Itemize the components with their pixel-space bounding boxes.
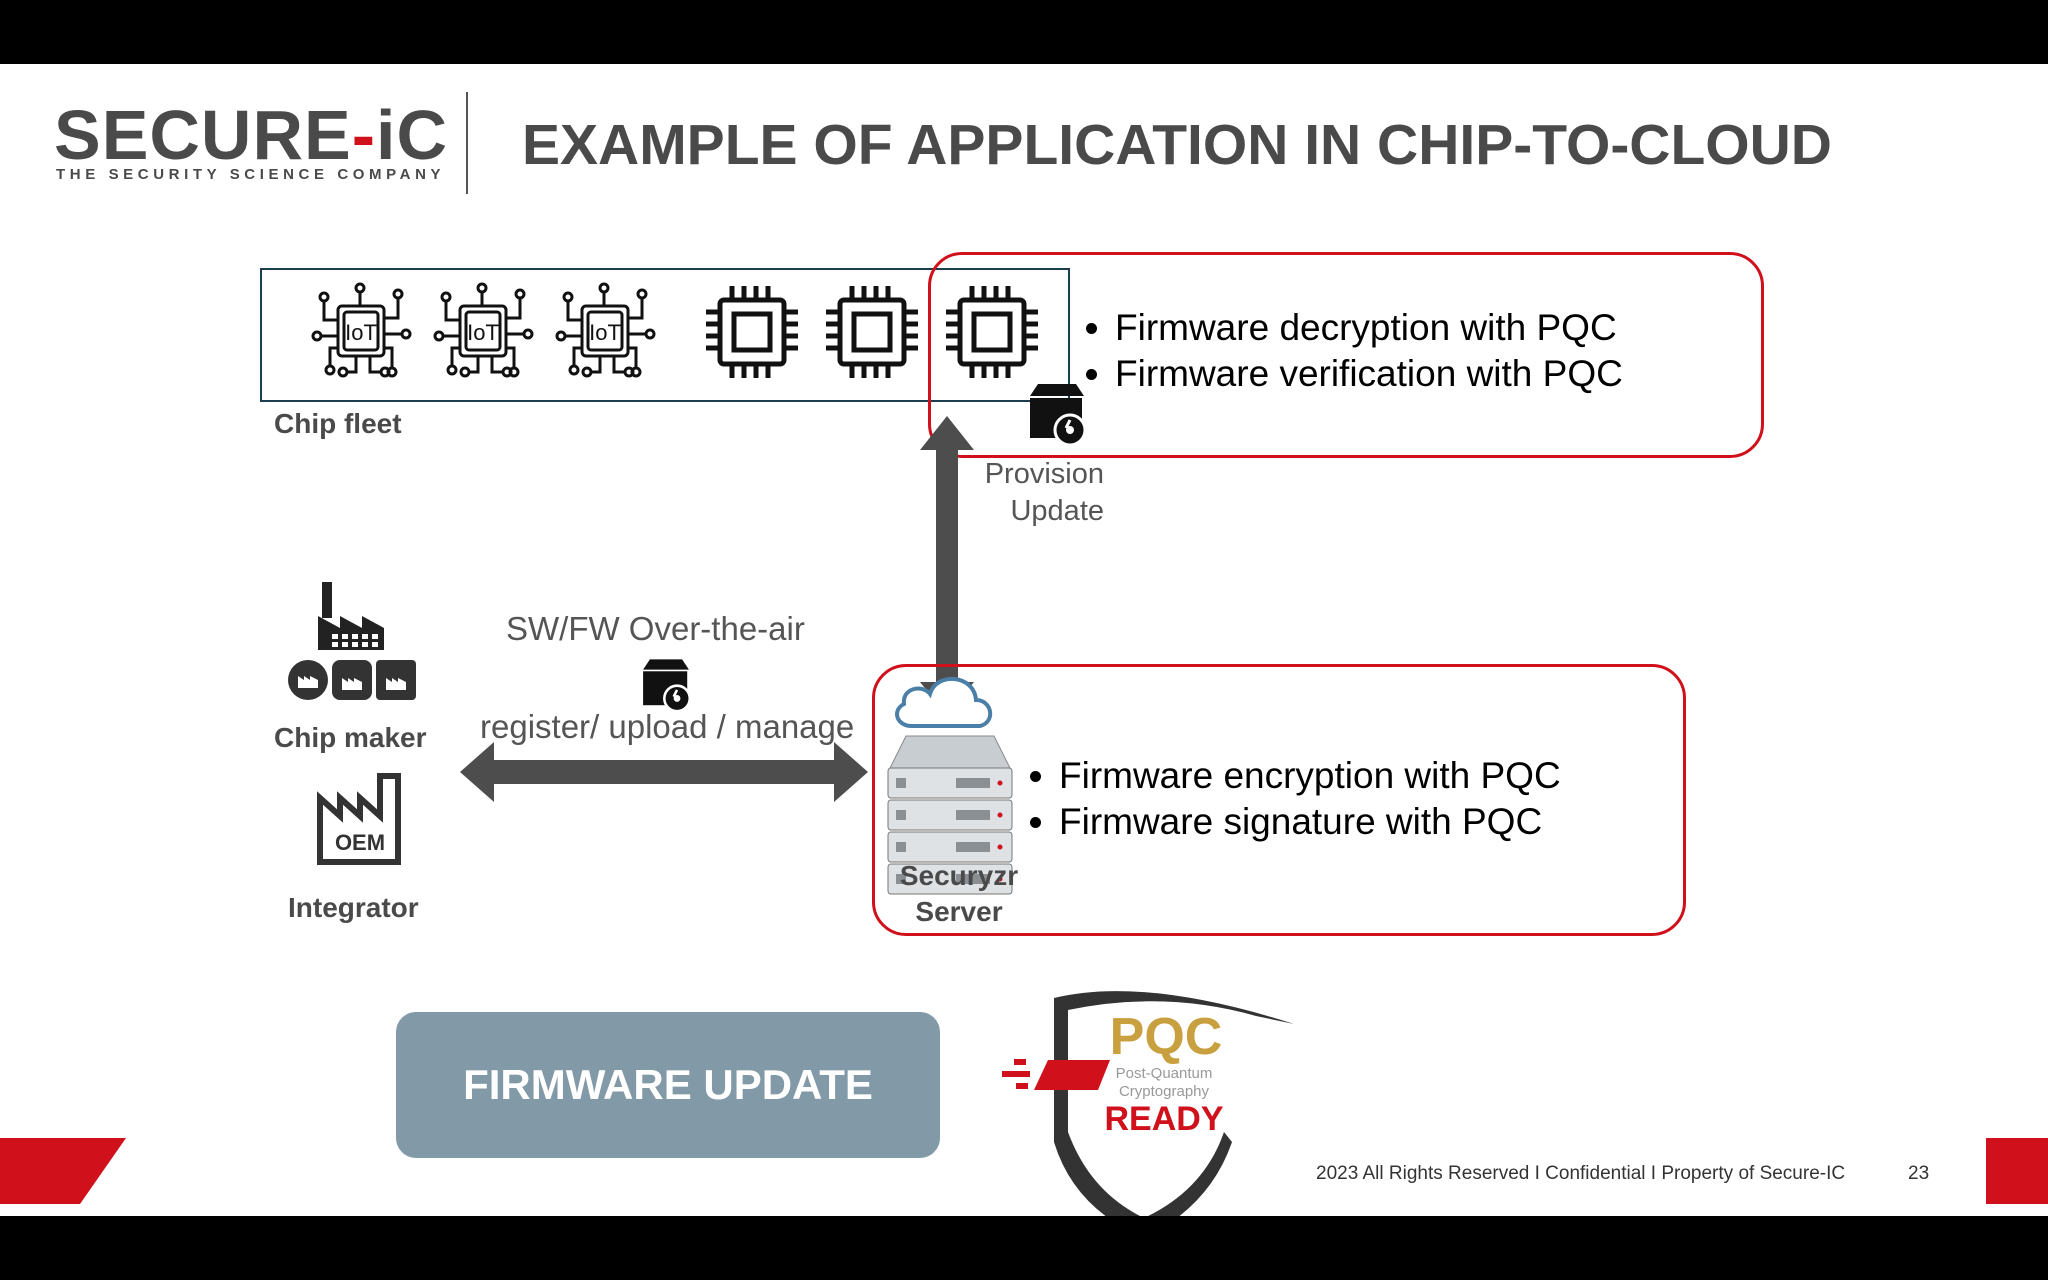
securyzr-server-label: Securyzr Server xyxy=(899,860,1019,927)
chip-maker-label: Chip maker xyxy=(274,722,427,753)
server-bullet-list: Firmware encryption with PQC Firmware si… xyxy=(1015,753,1561,845)
provision-update-label: Provision Update xyxy=(984,458,1104,527)
page-number: 23 xyxy=(1908,1163,1930,1184)
oem-factory-icon: OEM xyxy=(317,773,401,865)
chip-fleet-box xyxy=(260,268,1070,402)
slide: SECURE-iC THE SECURITY SCIENCE COMPANY E… xyxy=(0,64,2048,1216)
chip-fleet-label: Chip fleet xyxy=(274,408,402,439)
svg-text:IoT: IoT xyxy=(589,320,621,345)
pqc-ready-badge: PQC Post-Quantum Cryptography READY xyxy=(1002,991,1294,1216)
server-bullet: Firmware encryption with PQC xyxy=(1059,753,1561,799)
device-bullet-list: Firmware decryption with PQC Firmware ve… xyxy=(1071,305,1623,397)
firmware-update-button[interactable]: FIRMWARE UPDATE xyxy=(396,1012,940,1158)
iot-chip-icon: IoT xyxy=(433,282,534,378)
provision-update-arrow xyxy=(920,416,974,716)
firmware-package-icon xyxy=(643,659,692,712)
integrator-label: Integrator xyxy=(288,892,419,923)
svg-text:Cryptography: Cryptography xyxy=(1119,1083,1210,1100)
server-pqc-box: Firmware encryption with PQC Firmware si… xyxy=(872,664,1686,936)
svg-text:PQC: PQC xyxy=(1110,1008,1223,1066)
svg-text:Post-Quantum: Post-Quantum xyxy=(1116,1065,1213,1082)
ota-subtitle: register/ upload / manage xyxy=(480,708,855,745)
device-pqc-box: Firmware decryption with PQC Firmware ve… xyxy=(928,252,1764,458)
footer-copyright: 2023 All Rights Reserved I Confidential … xyxy=(1316,1163,1846,1184)
ota-title: SW/FW Over-the-air xyxy=(506,610,805,647)
firmware-package-icon xyxy=(1030,384,1087,446)
logo-tagline: THE SECURITY SCIENCE COMPANY xyxy=(56,166,446,183)
header-divider xyxy=(466,92,468,194)
device-bullet: Firmware verification with PQC xyxy=(1115,351,1623,397)
svg-text:READY: READY xyxy=(1104,1100,1223,1138)
ota-double-arrow xyxy=(460,742,868,802)
secure-ic-logo: SECURE-iC xyxy=(54,96,449,174)
red-corner-shape-right xyxy=(1986,1138,2048,1204)
processor-chip-icon xyxy=(706,286,798,378)
svg-text:IoT: IoT xyxy=(467,320,499,345)
iot-chip-icon: IoT xyxy=(311,282,412,378)
device-bullet: Firmware decryption with PQC xyxy=(1115,305,1623,351)
slide-title: EXAMPLE OF APPLICATION IN CHIP-TO-CLOUD xyxy=(522,113,1832,177)
red-corner-shape-left xyxy=(0,1138,126,1204)
processor-chip-icon xyxy=(946,286,1038,378)
processor-chip-icon xyxy=(826,286,918,378)
iot-chip-icon: IoT xyxy=(555,282,656,378)
svg-text:IoT: IoT xyxy=(345,320,377,345)
svg-text:OEM: OEM xyxy=(335,830,385,855)
chip-maker-factory-icon xyxy=(288,582,416,700)
cloud-server-icon xyxy=(887,677,1013,895)
server-bullet: Firmware signature with PQC xyxy=(1059,799,1561,845)
